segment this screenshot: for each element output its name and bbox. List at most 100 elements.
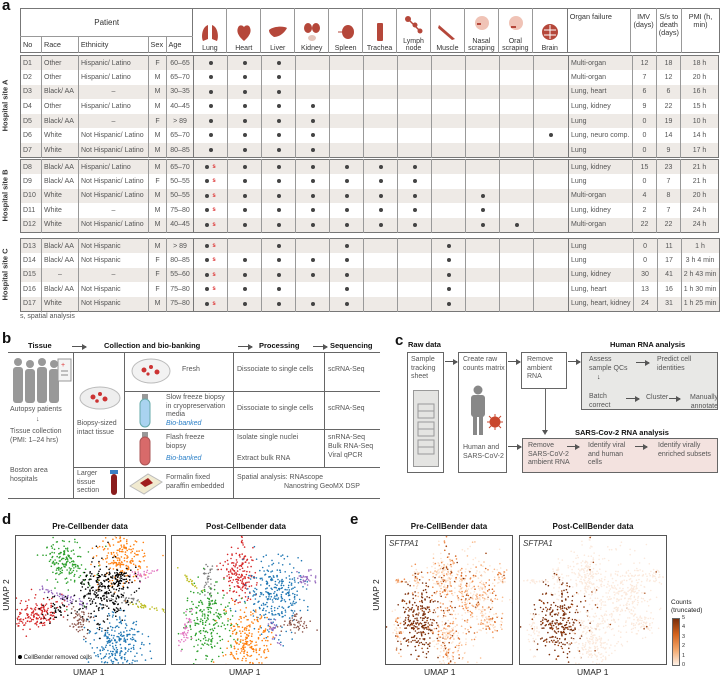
umap-point <box>482 608 484 610</box>
umap-point <box>125 575 127 577</box>
umap-point <box>81 616 84 618</box>
umap-point <box>499 624 502 626</box>
umap-point <box>482 565 484 567</box>
umap-point <box>636 616 638 619</box>
cell-no: D14 <box>23 256 36 264</box>
umap-point <box>302 575 305 577</box>
umap-point <box>55 578 57 581</box>
umap-point <box>228 584 231 587</box>
umap-point <box>109 650 112 653</box>
umap-point <box>617 609 619 611</box>
umap-point <box>480 621 483 624</box>
umap-point <box>259 617 261 620</box>
umap-point <box>210 583 212 585</box>
umap-point <box>579 637 581 640</box>
umap-point <box>180 638 183 641</box>
umap-point <box>433 645 436 648</box>
umap-point <box>571 571 573 574</box>
umap-point <box>623 579 625 581</box>
umap-point <box>123 637 126 639</box>
umap-point <box>244 615 247 618</box>
batch-correct: Batch correct <box>589 393 611 409</box>
umap-point <box>634 549 636 552</box>
umap-point <box>395 619 397 622</box>
umap-point <box>112 544 115 546</box>
boston-hospitals: Boston area hospitals <box>10 467 48 483</box>
umap-point <box>455 558 458 560</box>
umap-point <box>78 576 80 579</box>
qpcr-label: Viral qPCR <box>328 452 363 459</box>
umap-point <box>129 574 131 576</box>
sample-dot <box>242 133 247 138</box>
umap-point <box>115 596 117 598</box>
umap-point <box>464 601 466 604</box>
umap-point <box>498 571 500 574</box>
umap-point <box>429 628 431 631</box>
umap-point <box>133 644 135 647</box>
umap-point <box>66 600 69 602</box>
umap-point <box>116 659 118 661</box>
organ-header-lung: Lung <box>192 8 227 53</box>
umap-point <box>435 622 438 624</box>
cell-trachea <box>363 70 398 85</box>
umap-point <box>204 615 206 617</box>
umap-point <box>36 612 38 615</box>
umap-point <box>449 581 451 583</box>
umap-point <box>237 582 239 584</box>
umap-point <box>61 562 64 565</box>
umap-point <box>101 661 103 663</box>
umap-point <box>216 565 218 567</box>
umap-point <box>208 623 211 625</box>
umap-point <box>410 636 413 639</box>
cell-ethnicity: – <box>78 113 149 129</box>
umap-point <box>394 629 396 631</box>
umap-point <box>636 567 638 570</box>
umap-point <box>598 554 600 557</box>
cell-spleen <box>329 267 364 283</box>
sample-dot <box>205 222 210 227</box>
umap-point <box>113 609 116 611</box>
umap-point <box>265 554 267 556</box>
umap-point <box>47 589 49 591</box>
sample-dot <box>276 118 281 123</box>
umap-point <box>223 594 225 596</box>
umap-point <box>122 596 125 598</box>
umap-point <box>264 616 266 619</box>
umap-point <box>195 606 197 609</box>
umap-point <box>444 628 447 630</box>
umap-point <box>442 560 444 563</box>
umap-point <box>137 571 139 573</box>
umap-point <box>461 590 463 593</box>
sequencing-header: Sequencing <box>330 341 373 350</box>
umap-point <box>467 661 469 663</box>
umap-point <box>272 626 274 629</box>
umap-point <box>542 608 545 610</box>
umap-point <box>444 610 446 612</box>
umap-point <box>204 621 207 623</box>
umap-point <box>69 599 72 602</box>
umap-point <box>396 635 399 637</box>
umap-point <box>460 574 463 577</box>
umap-point <box>62 616 65 618</box>
umap-point <box>439 590 441 593</box>
umap-point <box>446 593 448 596</box>
umap-point <box>594 597 597 599</box>
umap-point <box>590 594 593 596</box>
umap-point <box>241 646 244 648</box>
umap-point <box>202 589 204 592</box>
umap-point <box>432 553 435 555</box>
umap-point <box>205 639 207 642</box>
cell-ss: 6 <box>656 84 681 100</box>
umap-point <box>451 654 454 657</box>
umap-point <box>603 614 606 616</box>
umap-point <box>251 633 253 635</box>
umap-point <box>561 583 563 586</box>
umap-point <box>106 640 108 643</box>
umap-point <box>235 559 238 561</box>
umap-point <box>642 625 644 628</box>
umap-point <box>268 631 270 633</box>
umap-point <box>57 567 59 569</box>
umap-point <box>577 593 580 595</box>
umap-point <box>294 581 296 583</box>
umap-point <box>456 561 458 564</box>
